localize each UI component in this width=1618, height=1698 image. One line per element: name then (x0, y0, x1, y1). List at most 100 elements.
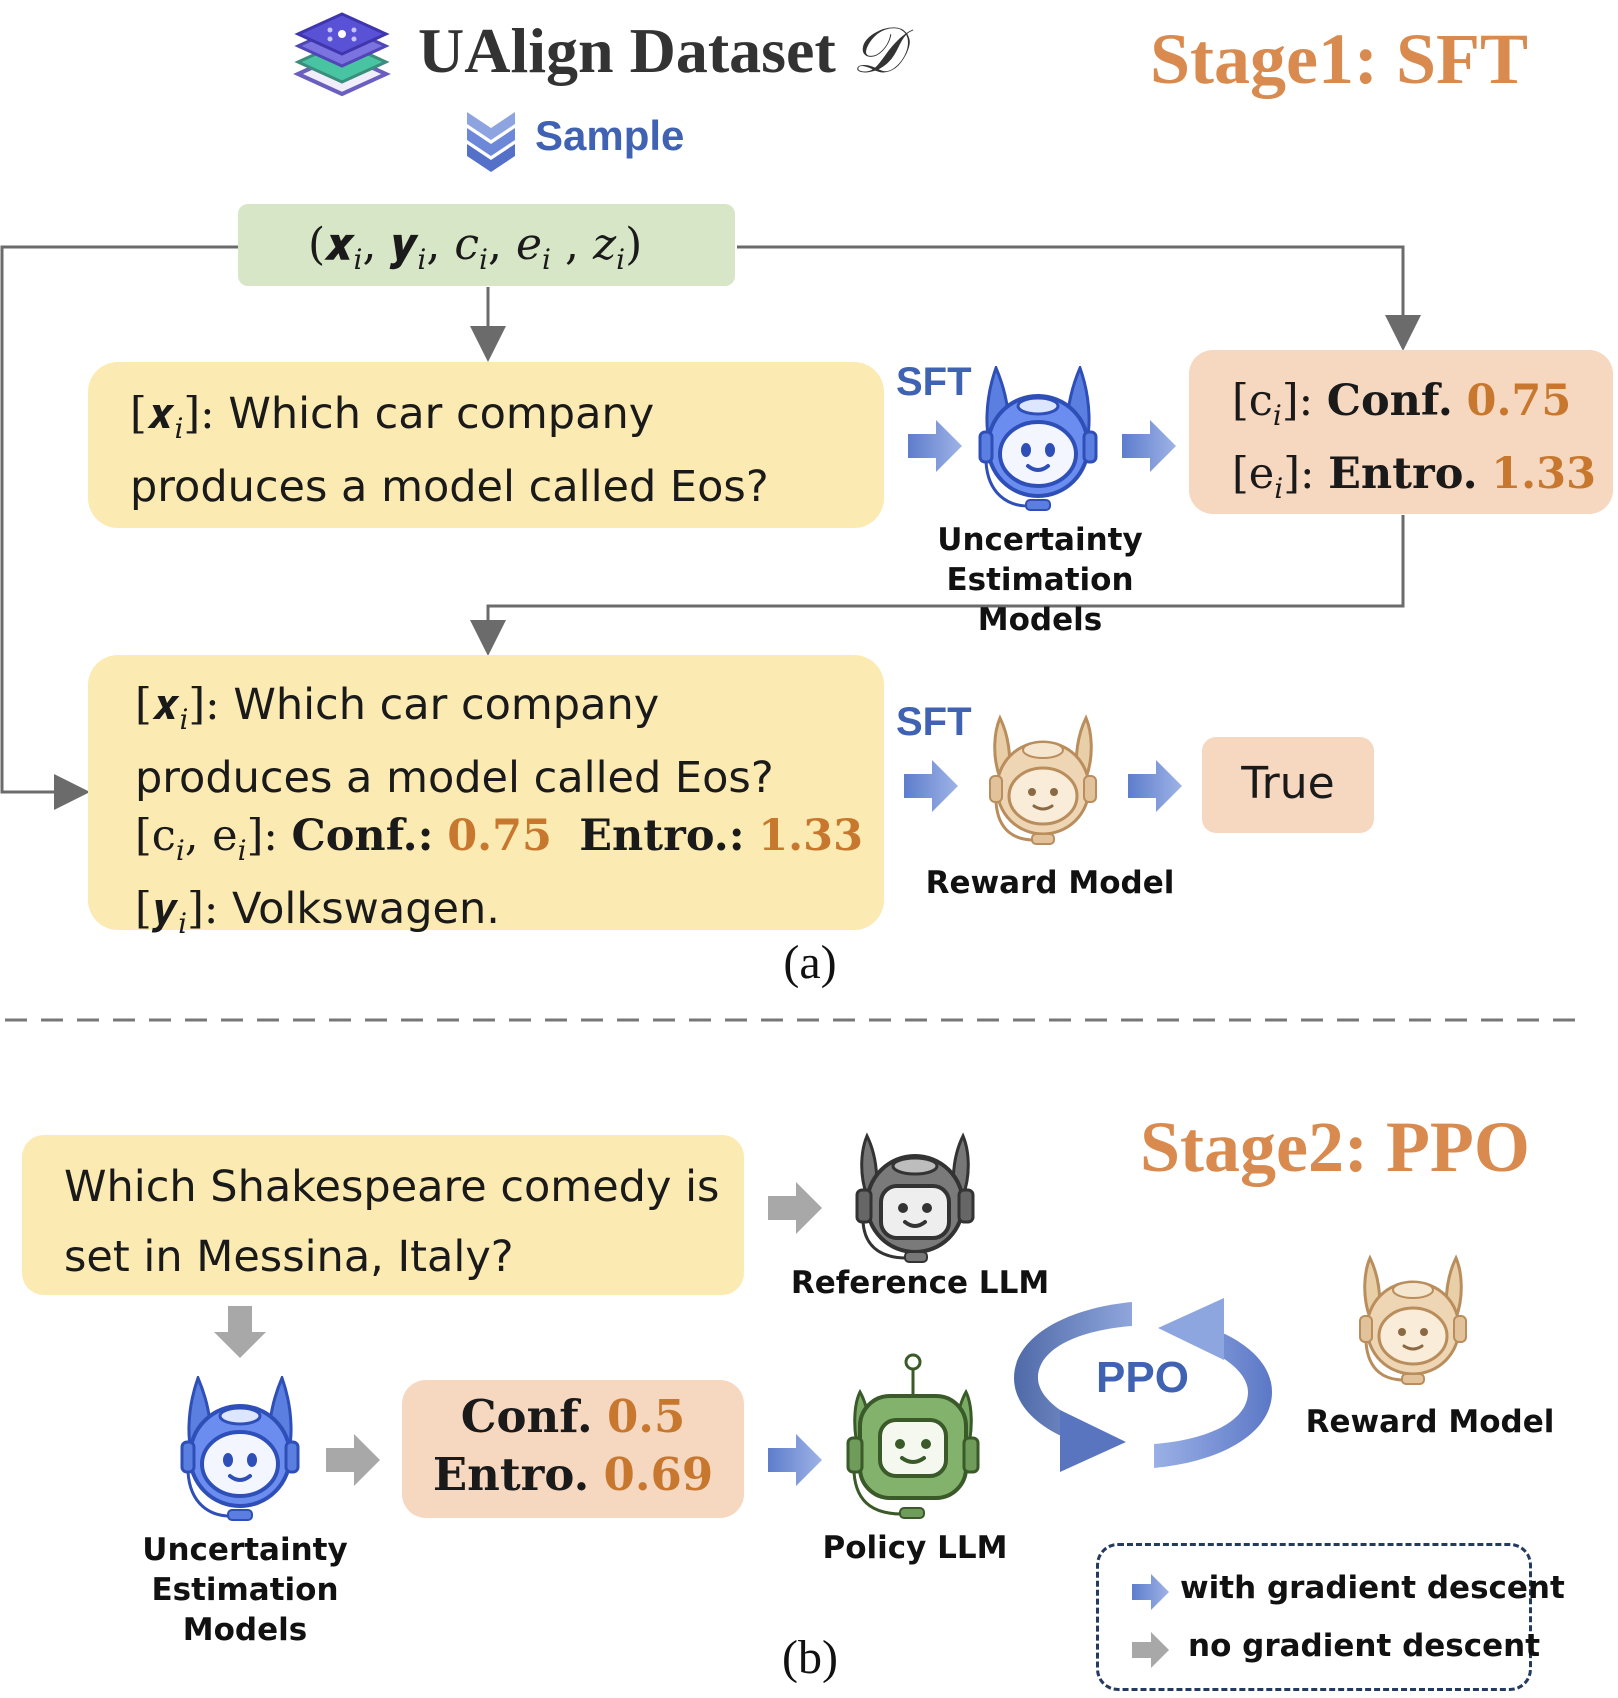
question-tag-close: ]: (183, 389, 215, 439)
answer-text: Volkswagen. (232, 884, 500, 934)
dataset-symbol: 𝒟 (851, 15, 903, 86)
stage1-question-line2: produces a model called Eos? (130, 462, 769, 512)
ce-tag-mid: , e (184, 811, 238, 861)
conf-value: 0.75 (1466, 376, 1572, 426)
stage2-entro-value: 0.69 (603, 1448, 714, 1501)
sft-data-x-tag-sub: i (179, 703, 189, 736)
stage2-entro-label: Entro. (432, 1448, 590, 1501)
entro-label: Entro. (1328, 449, 1478, 499)
stage2-question-line2: set in Messina, Italy? (64, 1232, 514, 1282)
reference-caption: Reference LLM (790, 1265, 1050, 1301)
sample-label: Sample (535, 112, 685, 159)
sft-data-line2: produces a model called Eos? (135, 753, 774, 803)
entro-line: [ei]: Entro. 1.33 (1232, 445, 1596, 518)
tuple-to-conf-line (737, 245, 1421, 351)
reward-caption-stage2: Reward Model (1305, 1404, 1555, 1440)
legend-blue-arrow-icon (1132, 1574, 1169, 1610)
sample-chevron-icon (467, 112, 515, 172)
gray-arrow-to-values (326, 1434, 380, 1486)
stage1-title: Stage1: SFT (1150, 19, 1528, 99)
sft-label-2: SFT (896, 700, 972, 744)
ce-tag-sub1: i (175, 834, 185, 867)
question-tag-open: [𝒙 (130, 389, 175, 439)
ce-entro-value: 1.33 (758, 811, 863, 861)
uem-caption-stage2: Uncertainty Estimation Models (70, 1530, 420, 1650)
y-tag-sub: i (178, 907, 188, 940)
ppo-label: PPO (1096, 1353, 1189, 1402)
sft-arrow-in-2 (904, 760, 958, 812)
stage1-sft-data-box (88, 655, 884, 930)
stage1-question-line1: [𝒙i]: Which car company (130, 385, 769, 458)
tuple-to-sft-data-line (0, 245, 240, 810)
dataset-stack-icon (293, 12, 391, 97)
legend-box (1096, 1543, 1532, 1691)
sft-arrow-in-1 (908, 420, 962, 472)
tuple-z: z (592, 219, 617, 270)
conf-tag-sub: i (1272, 399, 1282, 432)
ce-tag-open: [c (135, 811, 176, 861)
y-tag-close: ]: (187, 884, 219, 934)
green-robot-icon (846, 1353, 980, 1519)
tuple-x: 𝒙 (325, 219, 354, 270)
stage1-uncertainty-box (1189, 350, 1613, 514)
ppo-cycle-icon (1014, 1298, 1272, 1472)
ce-conf-label: Conf.: (291, 811, 434, 861)
uem-caption-stage2-line2: Models (182, 1612, 308, 1648)
legend-no-gradient: no gradient descent (1188, 1628, 1541, 1664)
sft-data-line1: [𝒙i]: Which car company (135, 676, 863, 749)
uem-caption-stage2-line1: Uncertainty Estimation (142, 1532, 348, 1608)
sample-tuple-box (238, 204, 735, 286)
entro-tag-close: ]: (1283, 449, 1315, 499)
legend-with-gradient: with gradient descent (1180, 1570, 1565, 1606)
conf-label: Conf. (1326, 376, 1453, 426)
stage2-uncertainty-box (402, 1380, 744, 1518)
stage1-uncertainty-values: [ci]: Conf. 0.75 [ei]: Entro. 1.33 (1232, 372, 1596, 518)
blue-robot-icon (978, 366, 1098, 511)
blue-arrow-to-policy (768, 1434, 822, 1486)
stage2-title: Stage2: PPO (1140, 1107, 1530, 1187)
tuple-z-sub: i (616, 243, 626, 276)
tuple-c: c (454, 219, 480, 270)
gray-robot-icon (855, 1132, 975, 1263)
stage2-question-box (22, 1135, 744, 1295)
gray-arrow-down (214, 1306, 266, 1358)
uem-caption-stage1-line1: Uncertainty Estimation (937, 522, 1143, 598)
question-tag: [𝒙i]: (130, 389, 215, 445)
ce-conf-value: 0.75 (447, 811, 552, 861)
sample-tuple: (𝒙i, 𝒚i, ci, ei , zi) (308, 219, 643, 276)
y-tag-open: [𝒚 (135, 884, 179, 934)
stage2-question-line1: Which Shakespeare comedy is (64, 1162, 720, 1212)
sft-data-line3: [ci, ei]: Conf.: 0.75 Entro.: 1.33 (135, 807, 863, 880)
conf-tag: [c (1232, 376, 1273, 426)
y-tag: [𝒚i]: (135, 884, 219, 940)
ce-tag-close: ]: (246, 811, 278, 861)
result-box (1202, 737, 1374, 833)
entro-value: 1.33 (1491, 449, 1596, 499)
stage2-uncertainty-values: Conf. 0.5 Entro. 0.69 (402, 1388, 744, 1504)
sft-data-x-tag-close: ]: (188, 680, 220, 730)
tuple-x-sub: i (353, 243, 363, 276)
tuple-y-sub: i (417, 243, 427, 276)
ce-entro-label: Entro.: (579, 811, 745, 861)
result-text: True (1241, 758, 1335, 809)
tuple-e: e (515, 219, 543, 270)
entro-tag: [e (1232, 449, 1275, 499)
conf-tag-close: ]: (1281, 376, 1314, 426)
policy-caption: Policy LLM (822, 1530, 1008, 1566)
caption-a: (a) (783, 936, 837, 989)
entro-tag-sub: i (1274, 472, 1284, 505)
tuple-y: 𝒚 (390, 219, 418, 270)
uem-caption-stage1-line2: Models (977, 602, 1103, 638)
stage1-sft-data: [𝒙i]: Which car company produces a model… (135, 676, 863, 953)
stage2-entro-line: Entro. 0.69 (402, 1446, 744, 1504)
question-tag-sub: i (174, 412, 184, 445)
caption-b: (b) (782, 1631, 838, 1684)
stage2-conf-line: Conf. 0.5 (402, 1388, 744, 1446)
blue-robot-icon-stage2 (180, 1376, 300, 1521)
stage1-question-text1: Which car company (228, 389, 655, 439)
reward-caption-stage1: Reward Model (925, 865, 1175, 901)
tan-robot-icon (989, 714, 1097, 845)
sft-data-x-tag-open: [𝒙 (135, 680, 180, 730)
ce-tag-sub2: i (237, 834, 247, 867)
